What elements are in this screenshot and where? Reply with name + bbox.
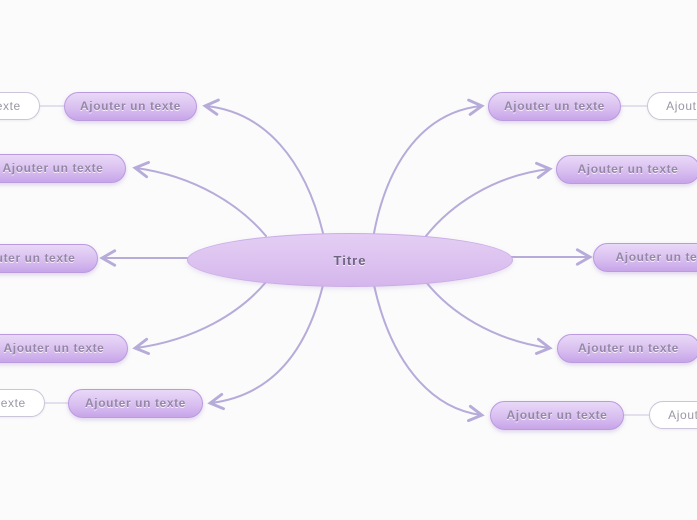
node-label: Ajouter un texte bbox=[2, 161, 104, 175]
mindmap-node-right-4[interactable]: Ajouter un texte bbox=[557, 333, 697, 363]
branch-curve-right-1 bbox=[373, 98, 485, 234]
mindmap-node-right-1[interactable]: Ajouter un texte bbox=[488, 91, 621, 121]
ghost-node-right-1[interactable]: Ajouter un texte bbox=[647, 91, 697, 120]
node-label: Ajouter un texte bbox=[506, 408, 608, 422]
ghost-node-label: Ajouter un texte bbox=[0, 98, 21, 113]
mindmap-node-left-1[interactable]: Ajouter un texte bbox=[64, 91, 197, 121]
branch-curve-right-5 bbox=[373, 284, 485, 423]
mindmap-node-left-3[interactable]: Ajouter un texte bbox=[0, 243, 98, 273]
node-label: Ajouter un texte bbox=[80, 99, 181, 113]
branch-curve-left-5 bbox=[207, 284, 324, 411]
mindmap-node-right-3[interactable]: Ajouter un texte bbox=[593, 242, 697, 272]
ghost-node-label: Ajouter un texte bbox=[668, 407, 697, 422]
branch-curve-left-1 bbox=[202, 98, 324, 234]
node-label: Ajouter un texte bbox=[0, 251, 76, 265]
node-label: Ajouter un texte bbox=[615, 250, 697, 264]
center-topic[interactable]: Titre bbox=[187, 233, 513, 287]
node-label: Ajouter un texte bbox=[504, 99, 605, 113]
ghost-node-label: Ajouter un texte bbox=[0, 395, 26, 410]
node-label: Ajouter un texte bbox=[3, 341, 105, 355]
mindmap-node-left-5[interactable]: Ajouter un texte bbox=[68, 388, 203, 418]
node-label: Ajouter un texte bbox=[578, 341, 679, 355]
mindmap-node-right-5[interactable]: Ajouter un texte bbox=[490, 400, 624, 430]
ghost-node-left-1[interactable]: Ajouter un texte bbox=[0, 91, 40, 120]
center-topic-label: Titre bbox=[333, 252, 367, 268]
branch-curve-left-4 bbox=[132, 281, 267, 355]
mindmap-node-left-2[interactable]: Ajouter un texte bbox=[0, 153, 126, 183]
mindmap-node-right-2[interactable]: Ajouter un texte bbox=[556, 154, 697, 184]
ghost-node-left-5[interactable]: Ajouter un texte bbox=[0, 388, 45, 417]
branch-curve-right-2 bbox=[425, 161, 553, 237]
ghost-node-right-5[interactable]: Ajouter un texte bbox=[649, 400, 697, 429]
mindmap-node-left-4[interactable]: Ajouter un texte bbox=[0, 333, 128, 363]
branch-curve-right-4 bbox=[425, 281, 553, 355]
node-label: Ajouter un texte bbox=[85, 396, 186, 410]
node-label: Ajouter un texte bbox=[577, 162, 679, 176]
branch-curve-left-2 bbox=[132, 161, 267, 237]
ghost-node-label: Ajouter un texte bbox=[666, 98, 697, 113]
